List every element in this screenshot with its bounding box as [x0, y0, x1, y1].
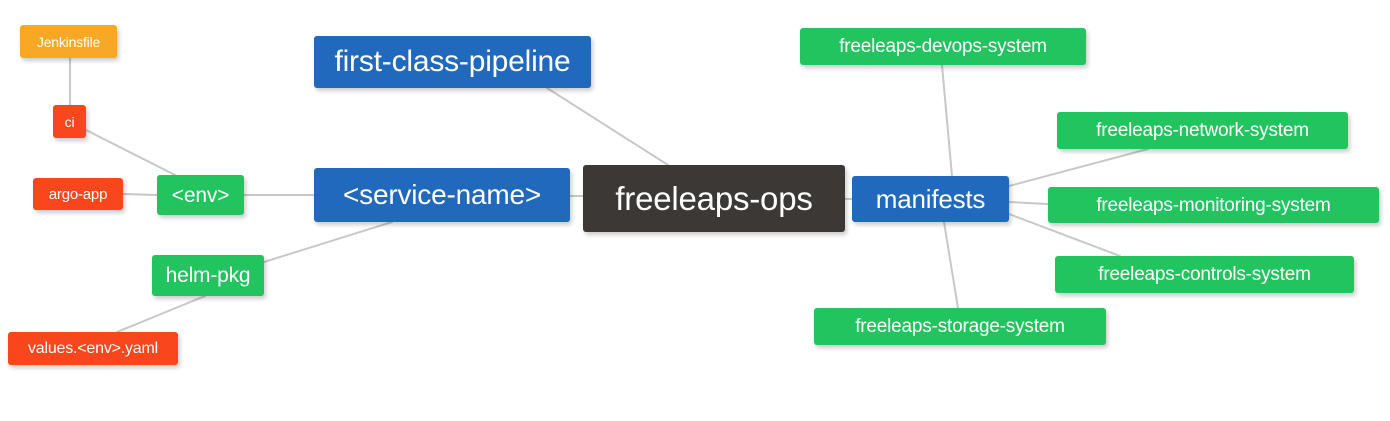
- node-label-argo-app: argo-app: [48, 185, 108, 203]
- node-first-class-pipeline[interactable]: first-class-pipeline: [314, 36, 591, 88]
- node-label-freeleaps-ops: freeleaps-ops: [615, 180, 813, 217]
- node-label-env: <env>: [171, 183, 230, 207]
- node-label-freeleaps-devops-system: freeleaps-devops-system: [839, 36, 1047, 57]
- node-freeleaps-controls-system[interactable]: freeleaps-controls-system: [1055, 256, 1354, 293]
- node-label-freeleaps-monitoring-system: freeleaps-monitoring-system: [1096, 194, 1331, 216]
- node-label-freeleaps-storage-system: freeleaps-storage-system: [855, 316, 1065, 337]
- node-label-helm-pkg: helm-pkg: [165, 264, 251, 287]
- node-service-name[interactable]: <service-name>: [314, 168, 570, 222]
- node-label-freeleaps-controls-system: freeleaps-controls-system: [1098, 264, 1311, 285]
- edge-values-env-yaml-to-helm-pkg: [116, 295, 206, 333]
- node-freeleaps-devops-system[interactable]: freeleaps-devops-system: [800, 28, 1086, 65]
- node-label-first-class-pipeline: first-class-pipeline: [334, 45, 571, 78]
- node-manifests[interactable]: manifests: [852, 176, 1009, 222]
- node-jenkinsfile[interactable]: Jenkinsfile: [20, 25, 117, 58]
- node-freeleaps-network-system[interactable]: freeleaps-network-system: [1057, 112, 1348, 149]
- node-label-freeleaps-network-system: freeleaps-network-system: [1096, 120, 1309, 141]
- node-label-manifests: manifests: [875, 184, 986, 214]
- node-label-jenkinsfile: Jenkinsfile: [36, 33, 101, 50]
- edge-manifests-to-freeleaps-monitoring-system: [1008, 201, 1049, 205]
- edge-first-class-pipeline-to-freeleaps-ops: [546, 87, 669, 166]
- node-freeleaps-storage-system[interactable]: freeleaps-storage-system: [814, 308, 1106, 345]
- node-label-service-name: <service-name>: [343, 179, 541, 210]
- node-argo-app[interactable]: argo-app: [33, 178, 123, 210]
- edge-manifests-to-freeleaps-storage-system: [943, 221, 959, 309]
- node-label-ci: ci: [64, 113, 75, 130]
- node-freeleaps-ops[interactable]: freeleaps-ops: [583, 165, 845, 232]
- node-values-env-yaml[interactable]: values.<env>.yaml: [8, 332, 178, 365]
- edge-manifests-to-freeleaps-network-system: [1008, 148, 1149, 187]
- edge-helm-pkg-to-service-name: [263, 221, 393, 263]
- edge-argo-app-to-env: [122, 193, 158, 196]
- node-freeleaps-monitoring-system[interactable]: freeleaps-monitoring-system: [1048, 187, 1379, 223]
- node-ci[interactable]: ci: [53, 105, 86, 138]
- node-env[interactable]: <env>: [157, 175, 244, 215]
- edge-ci-to-env: [85, 129, 176, 176]
- node-helm-pkg[interactable]: helm-pkg: [152, 255, 264, 296]
- node-label-values-env-yaml: values.<env>.yaml: [27, 339, 158, 357]
- edge-manifests-to-freeleaps-devops-system: [941, 64, 953, 177]
